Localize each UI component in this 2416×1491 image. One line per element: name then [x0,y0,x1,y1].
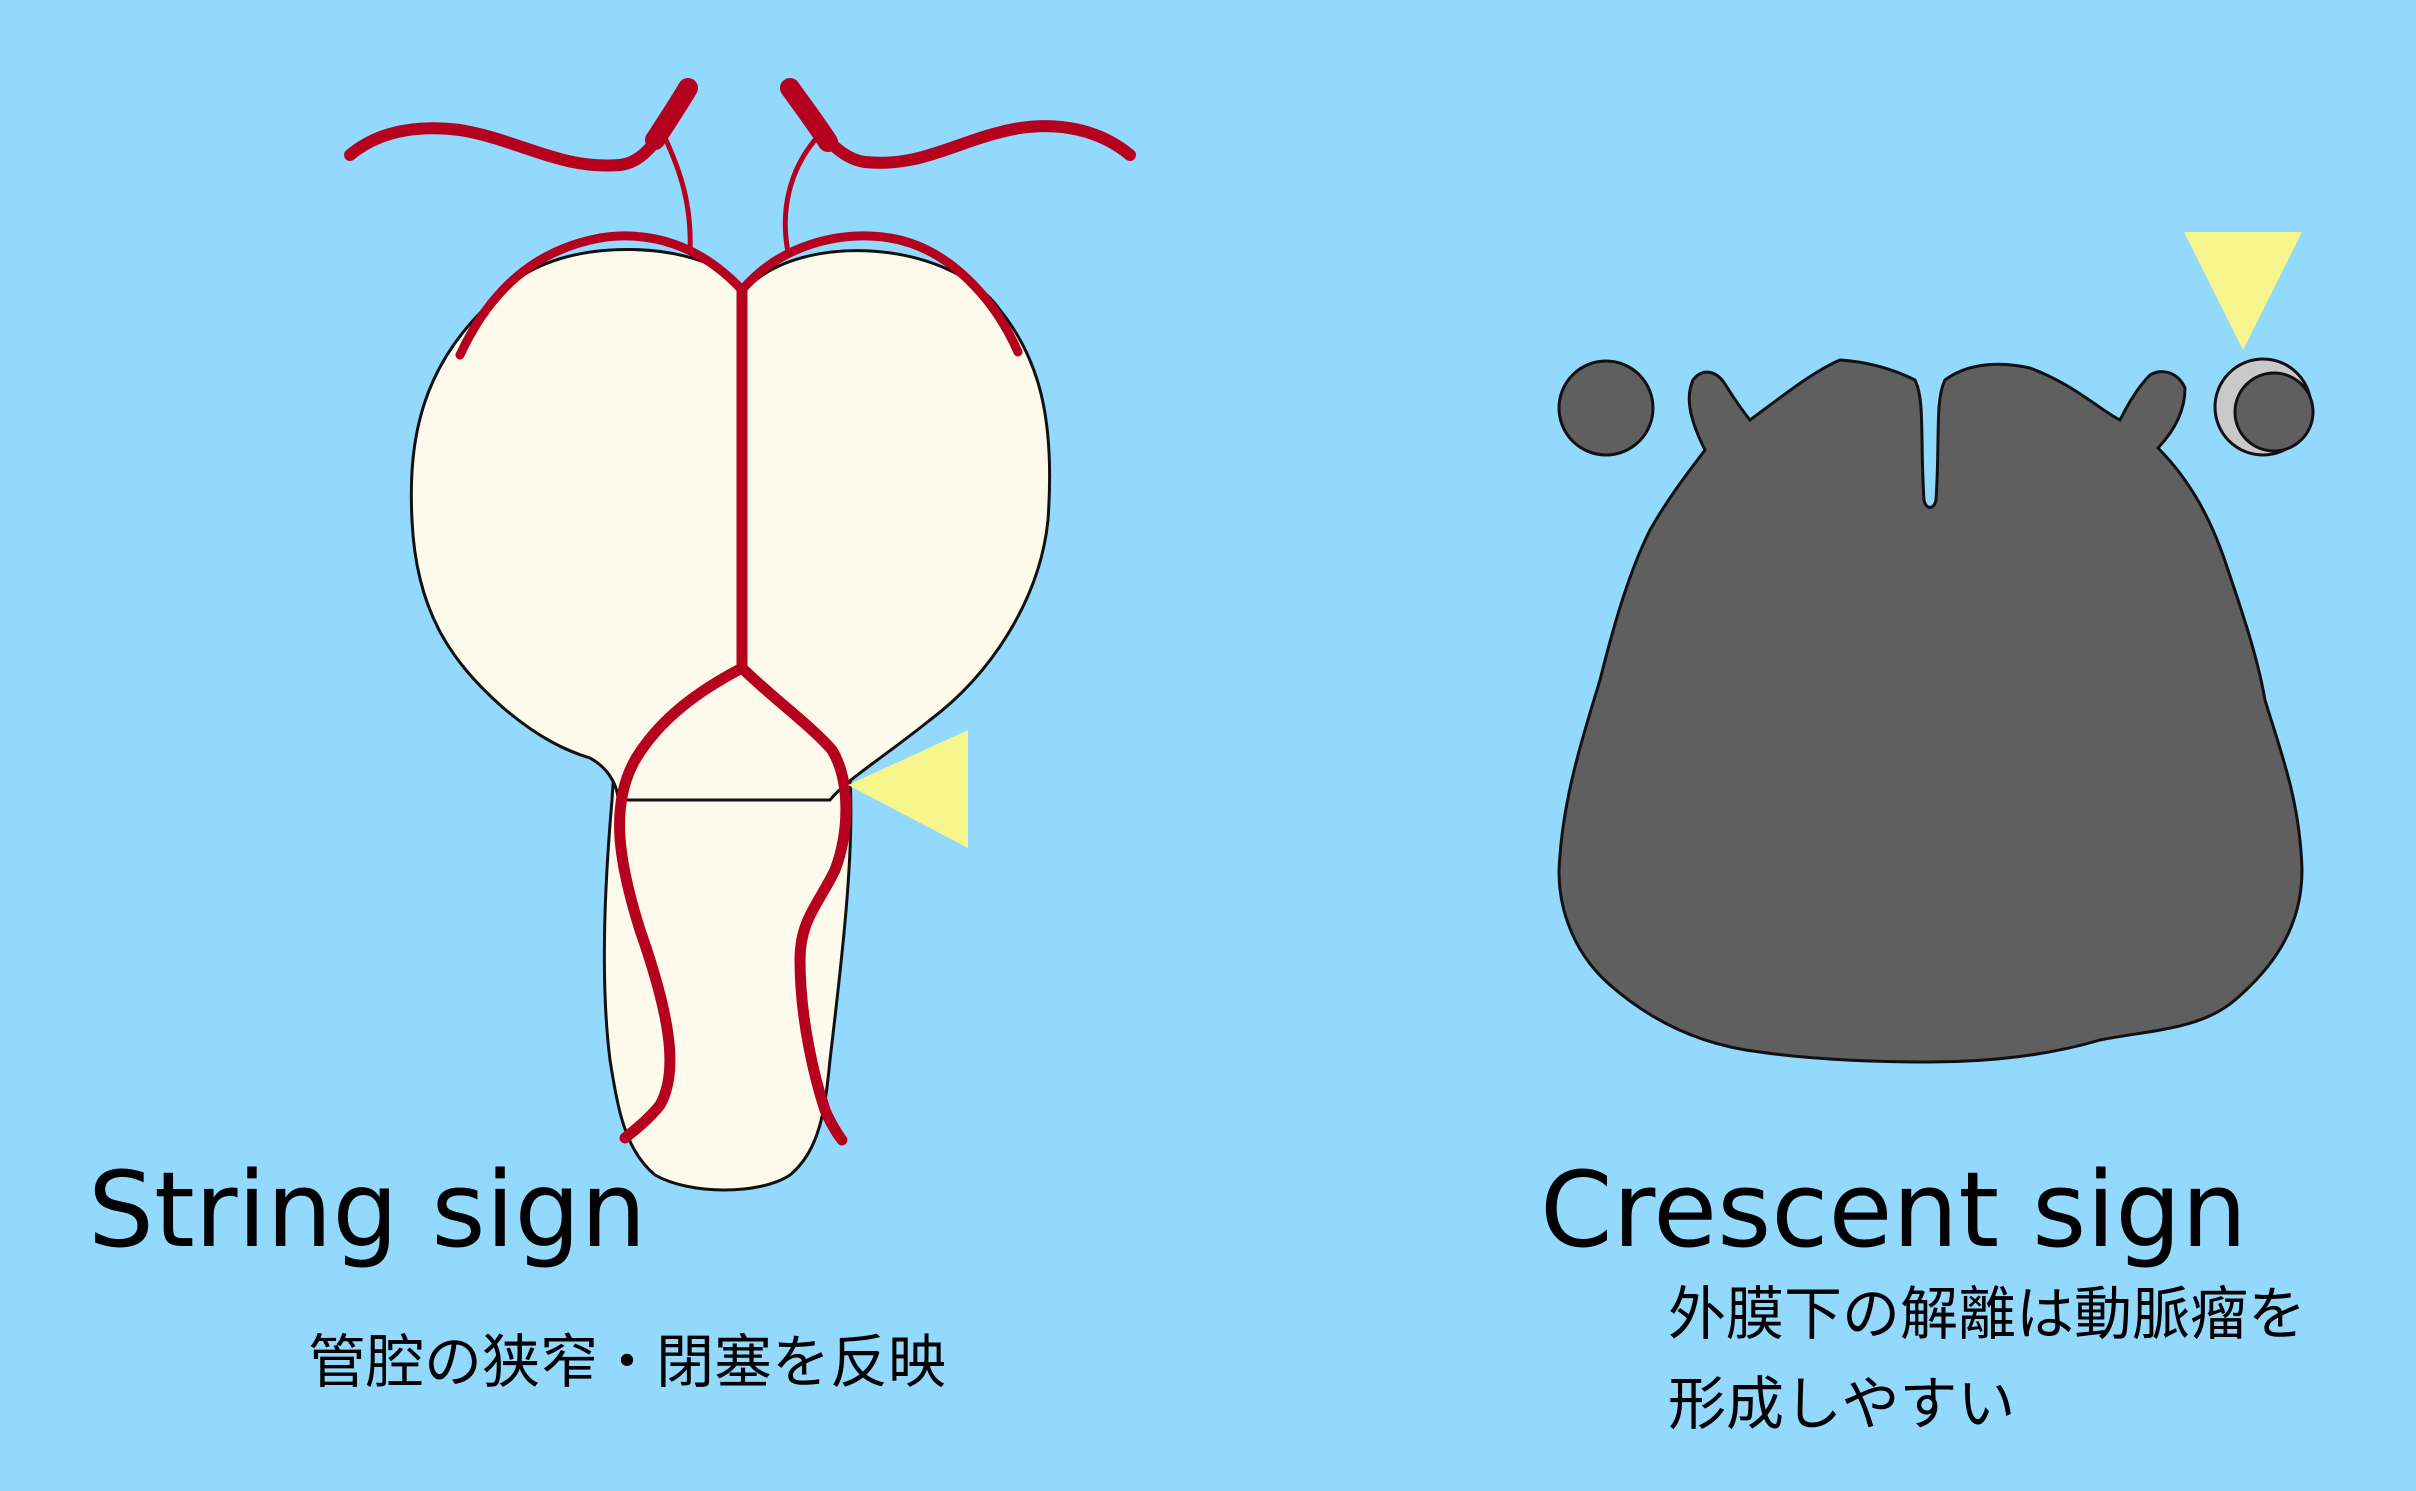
crescent-sign-caption: 外膜下の解離は動脈瘤を 形成しやすい [1668,1270,2306,1450]
right-carotid-siphon [780,78,838,152]
left-cerebral-arc [455,231,747,360]
right-internal-carotid-branch [782,137,818,255]
string-sign-title: String sign [88,1149,647,1271]
crescent-sign-caption-line-1: 外膜下の解離は動脈瘤を [1668,1280,2307,1348]
right-cerebral-arc [737,231,1023,357]
left-vertebral-cross-section [1557,359,1655,457]
right-vertebral-artery-narrowed [736,662,852,1146]
left-arrowhead-marker [848,730,968,848]
arterial-tree [344,78,1136,1146]
axial-cross-section [1557,357,2315,1064]
left-carotid-siphon [645,78,698,150]
crescent-sign-caption-line-2: 形成しやすい [1668,1369,2016,1438]
cerebral-hemispheres [409,248,1052,802]
left-internal-carotid-branch [662,135,693,255]
right-vertebral-cross-section [2233,371,2315,453]
brain-basal-view [409,248,1052,1192]
string-sign-caption: 管腔の狭窄・閉塞を反映 [308,1328,947,1396]
left-middle-cerebral-artery [344,84,696,172]
crescent-sign-title: Crescent sign [1540,1149,2248,1271]
right-arrowhead-marker [2184,232,2302,350]
left-vertebral-artery [614,662,748,1144]
brainstem-cross-section [1557,358,2304,1064]
right-middle-cerebral-artery [784,84,1136,169]
